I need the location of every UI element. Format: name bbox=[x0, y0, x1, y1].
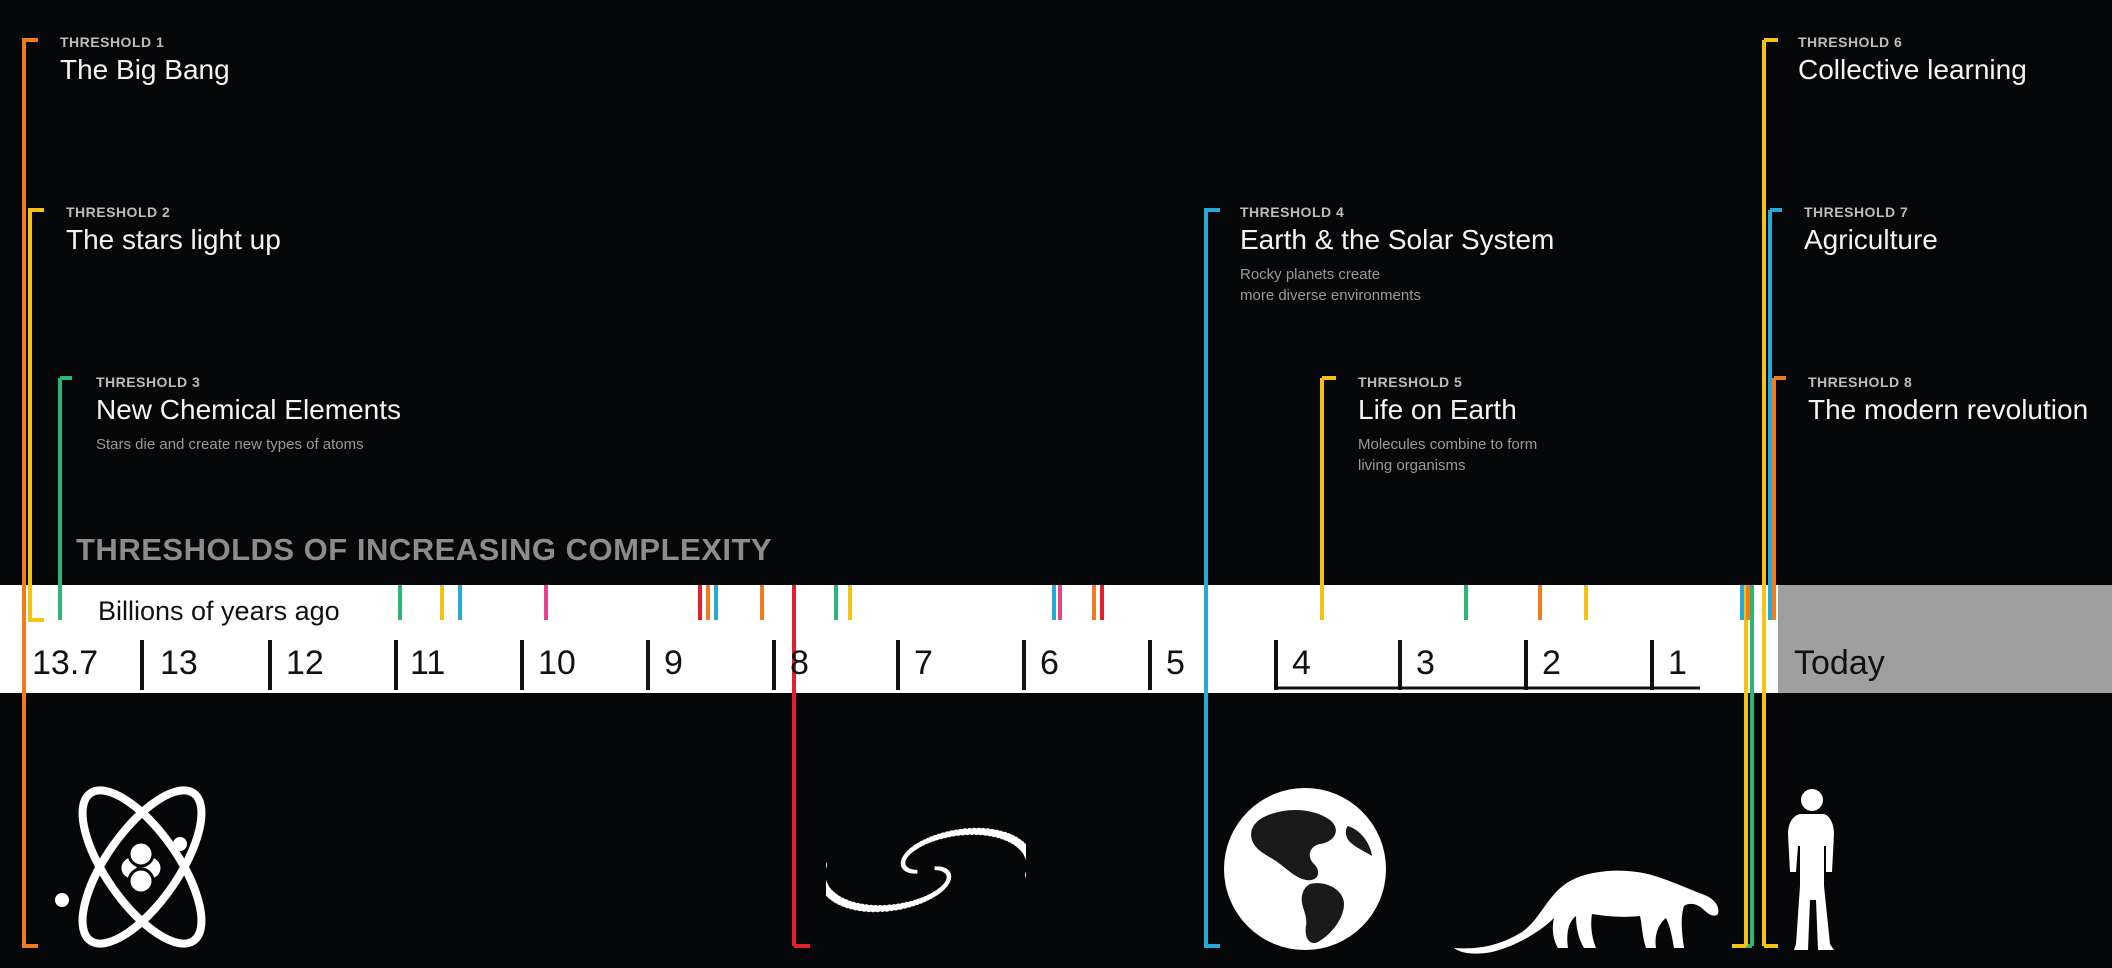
threshold-5: THRESHOLD 5 Life on Earth Molecules comb… bbox=[1358, 374, 1537, 476]
human-icon bbox=[1788, 789, 1834, 950]
threshold-label: THRESHOLD 7 bbox=[1804, 204, 1909, 220]
threshold-label: THRESHOLD 6 bbox=[1798, 34, 1903, 50]
threshold-description: Molecules combine to form living organis… bbox=[1358, 436, 1538, 474]
threshold-title: Earth & the Solar System bbox=[1240, 224, 1555, 255]
threshold-title: New Chemical Elements bbox=[96, 394, 401, 425]
threshold-title: Agriculture bbox=[1804, 224, 1938, 255]
galaxy-dot bbox=[1025, 868, 1026, 880]
threshold-title: The stars light up bbox=[66, 224, 281, 255]
tick-label: 4 bbox=[1292, 644, 1311, 682]
threshold-4: THRESHOLD 4 Earth & the Solar System Roc… bbox=[1240, 204, 1554, 306]
threshold-label: THRESHOLD 2 bbox=[66, 204, 171, 220]
threshold-description: Rocky planets create more diverse enviro… bbox=[1240, 266, 1421, 304]
galaxy-dot bbox=[826, 860, 827, 872]
galaxy-dot bbox=[1025, 860, 1026, 873]
tick-label: 7 bbox=[914, 644, 933, 682]
threshold-label: THRESHOLD 4 bbox=[1240, 204, 1345, 220]
threshold-1: THRESHOLD 1 The Big Bang bbox=[60, 34, 230, 86]
threshold-label: THRESHOLD 8 bbox=[1808, 374, 1913, 390]
tick-label: 2 bbox=[1542, 644, 1561, 682]
tick-label: 9 bbox=[664, 644, 683, 682]
threshold-title: The modern revolution bbox=[1808, 394, 2089, 425]
axis-caption: Billions of years ago bbox=[98, 596, 340, 626]
tick-label: 13 bbox=[160, 644, 198, 682]
atom-icon bbox=[55, 786, 206, 948]
globe-icon bbox=[1224, 788, 1386, 950]
galaxy-icon bbox=[826, 827, 1026, 913]
threshold-title: The Big Bang bbox=[60, 54, 230, 85]
threshold-label: THRESHOLD 3 bbox=[96, 374, 201, 390]
tick-label: 1 bbox=[1668, 644, 1687, 682]
tick-label: 10 bbox=[538, 644, 576, 682]
threshold-7: THRESHOLD 7 Agriculture bbox=[1804, 204, 1938, 256]
threshold-2: THRESHOLD 2 The stars light up bbox=[66, 204, 281, 256]
timeline-axis-band bbox=[0, 585, 1778, 693]
threshold-description: Stars die and create new types of atoms bbox=[96, 436, 364, 453]
tick-label: 3 bbox=[1416, 644, 1435, 682]
threshold-title: Life on Earth bbox=[1358, 394, 1517, 425]
main-title: THRESHOLDS OF INCREASING COMPLEXITY bbox=[76, 532, 773, 567]
threshold-label: THRESHOLD 1 bbox=[60, 34, 165, 50]
tick-label: 12 bbox=[286, 644, 324, 682]
threshold-8: THRESHOLD 8 The modern revolution bbox=[1808, 374, 2088, 426]
threshold-title: Collective learning bbox=[1798, 54, 2027, 85]
today-band bbox=[1778, 585, 2112, 693]
tick-label: 8 bbox=[790, 644, 809, 682]
tick-label: 6 bbox=[1040, 644, 1059, 682]
threshold-6: THRESHOLD 6 Collective learning bbox=[1798, 34, 2027, 86]
tick-label: 5 bbox=[1166, 644, 1185, 682]
dinosaur-icon bbox=[1454, 870, 1719, 954]
tick-label: 11 bbox=[410, 644, 446, 682]
today-label: Today bbox=[1794, 644, 1885, 682]
threshold-label: THRESHOLD 5 bbox=[1358, 374, 1463, 390]
tick-label: 13.7 bbox=[32, 644, 99, 682]
threshold-3: THRESHOLD 3 New Chemical Elements Stars … bbox=[96, 374, 401, 455]
galaxy-dot bbox=[826, 867, 827, 880]
